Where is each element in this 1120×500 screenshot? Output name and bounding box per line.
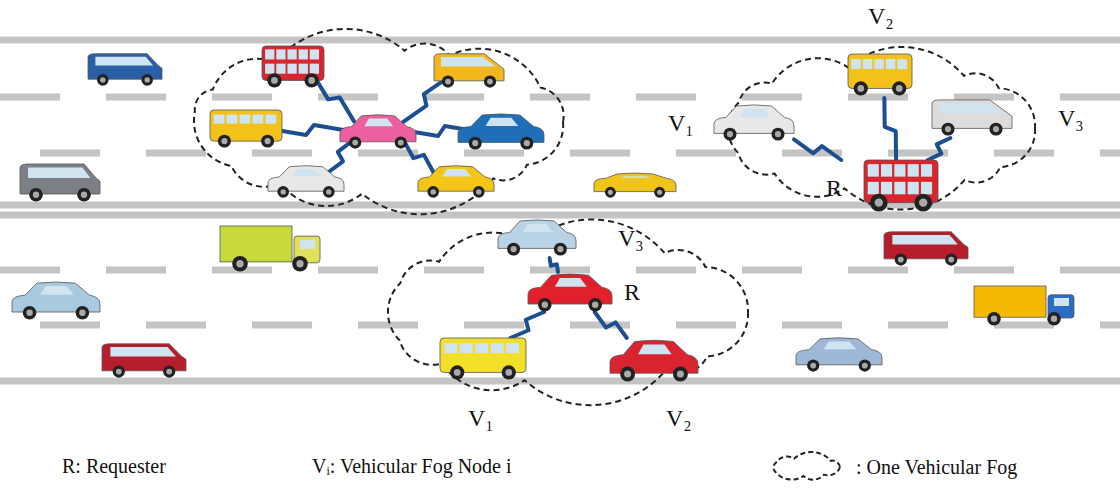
lane-marking [0, 94, 1120, 101]
node-label: V₃ [618, 226, 644, 250]
vehicular-fog-node: V₃ [498, 218, 648, 258]
wireless-link [272, 125, 348, 135]
node-label: V₁ [668, 111, 694, 135]
vehicle [796, 338, 882, 372]
node-label: R [826, 176, 842, 200]
wireless-link [403, 140, 434, 174]
vehicle [12, 282, 100, 320]
lane-marking [40, 322, 1120, 329]
node-label: R [624, 280, 640, 304]
vehicle-picture [528, 272, 612, 312]
vehicle [932, 100, 1012, 136]
node-label: V₃ [1058, 106, 1084, 130]
node-label: V₂ [868, 4, 894, 28]
vehicle [594, 173, 676, 198]
lane-marking [0, 267, 1120, 274]
wireless-link [510, 312, 544, 338]
vehicle [88, 54, 162, 86]
vehicle [262, 46, 324, 88]
vehicle [440, 338, 526, 380]
vehicular-fog-cloud [194, 29, 564, 214]
vehicular-fog-node: V₂ [846, 4, 916, 98]
vehicle [458, 114, 544, 150]
wireless-link [550, 258, 558, 272]
vehicular-fog-node: V₂ [610, 338, 702, 432]
wireless-link [595, 312, 627, 338]
vehicular-fog-node: R [822, 160, 938, 212]
vehicle [434, 54, 504, 88]
vehicle [20, 164, 100, 202]
legend-definition: Vᵢ: Vehicular Fog Node i [312, 456, 512, 477]
legend-definition: R: Requester [62, 455, 166, 477]
vehicle [210, 110, 282, 148]
vehicle-picture [714, 103, 794, 141]
wireless-link [884, 98, 896, 160]
vehicle-picture [440, 338, 526, 380]
vehicular-fog-node: V₁ [664, 103, 794, 143]
vehicle-picture [610, 338, 698, 382]
vehicular-fog-node: R [528, 272, 650, 312]
wireless-link [327, 140, 353, 173]
vehicle-picture [498, 218, 576, 256]
legend-sample [760, 450, 852, 484]
legend-text: : One Vehicular Fog [856, 457, 1017, 477]
road-edge [0, 202, 1120, 209]
wireless-link [928, 138, 951, 160]
vehicle [268, 166, 344, 198]
vehicle [340, 115, 416, 149]
vehicle-picture [864, 160, 938, 212]
vehicle [418, 166, 494, 198]
wireless-link [794, 139, 841, 160]
legend-item: : One Vehicular Fog [760, 450, 1017, 484]
legend-definition: R: Requester [62, 456, 166, 477]
vehicle-picture [848, 54, 912, 96]
lane-marking [40, 150, 1120, 157]
vehicle [610, 340, 698, 381]
vehicle [884, 232, 968, 266]
vehicular-fog-node: V₃ [932, 98, 1092, 138]
vehicular-fog-node: V₁ [440, 338, 530, 432]
node-label: V₁ [468, 406, 494, 430]
road-edge [0, 378, 1120, 385]
vehicle [102, 344, 186, 378]
road-edge [0, 212, 1120, 219]
vehicle [528, 274, 612, 312]
road-edge [0, 37, 1120, 44]
node-label: V₂ [666, 406, 692, 430]
vehicle [974, 286, 1074, 326]
vehicle [848, 54, 912, 96]
vehicular-fog-cloud [388, 220, 748, 406]
wireless-link [314, 75, 354, 121]
wireless-link [403, 78, 447, 122]
vehicle [864, 160, 938, 211]
vehicle [498, 220, 576, 256]
road [0, 40, 1120, 381]
vehicle [714, 105, 794, 141]
vehicle [220, 226, 320, 272]
legend-definition: Vᵢ: Vehicular Fog Node i [312, 455, 512, 477]
vehicle-picture [932, 98, 1012, 136]
